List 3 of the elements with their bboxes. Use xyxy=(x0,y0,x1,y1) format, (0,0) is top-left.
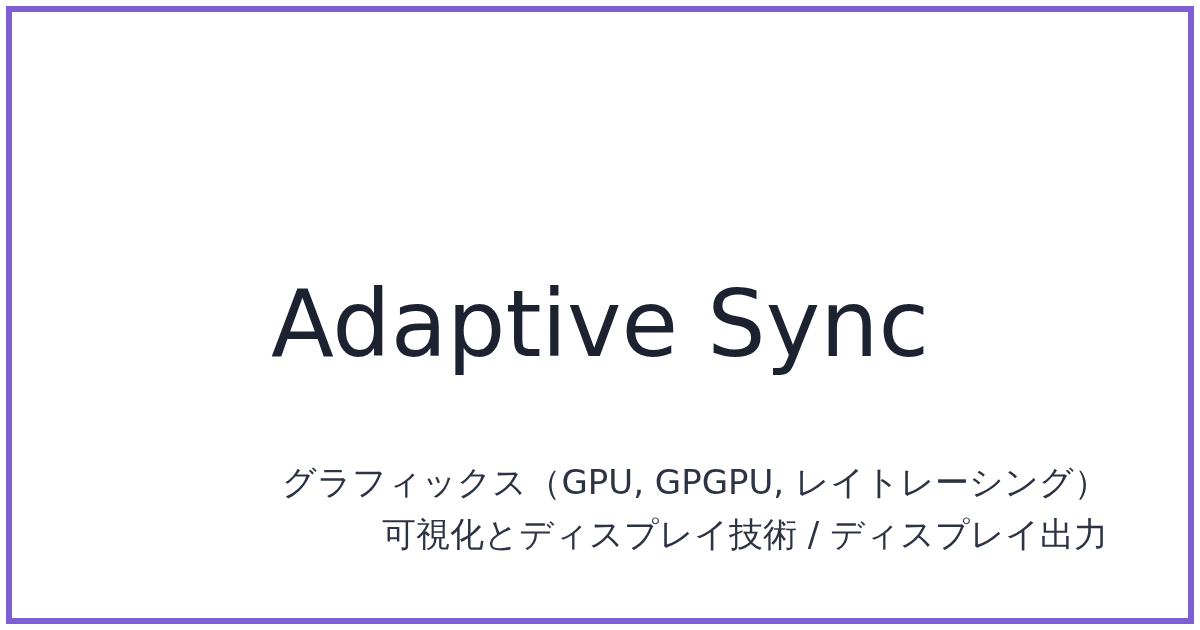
subtitle-text: 可視化とディスプレイ技術 / ディスプレイ出力 xyxy=(381,513,1108,556)
title: Adaptive Sync xyxy=(269,274,931,376)
subtitle-text: グラフィックス（GPU, GPGPU, レイトレーシング） xyxy=(282,461,1108,504)
